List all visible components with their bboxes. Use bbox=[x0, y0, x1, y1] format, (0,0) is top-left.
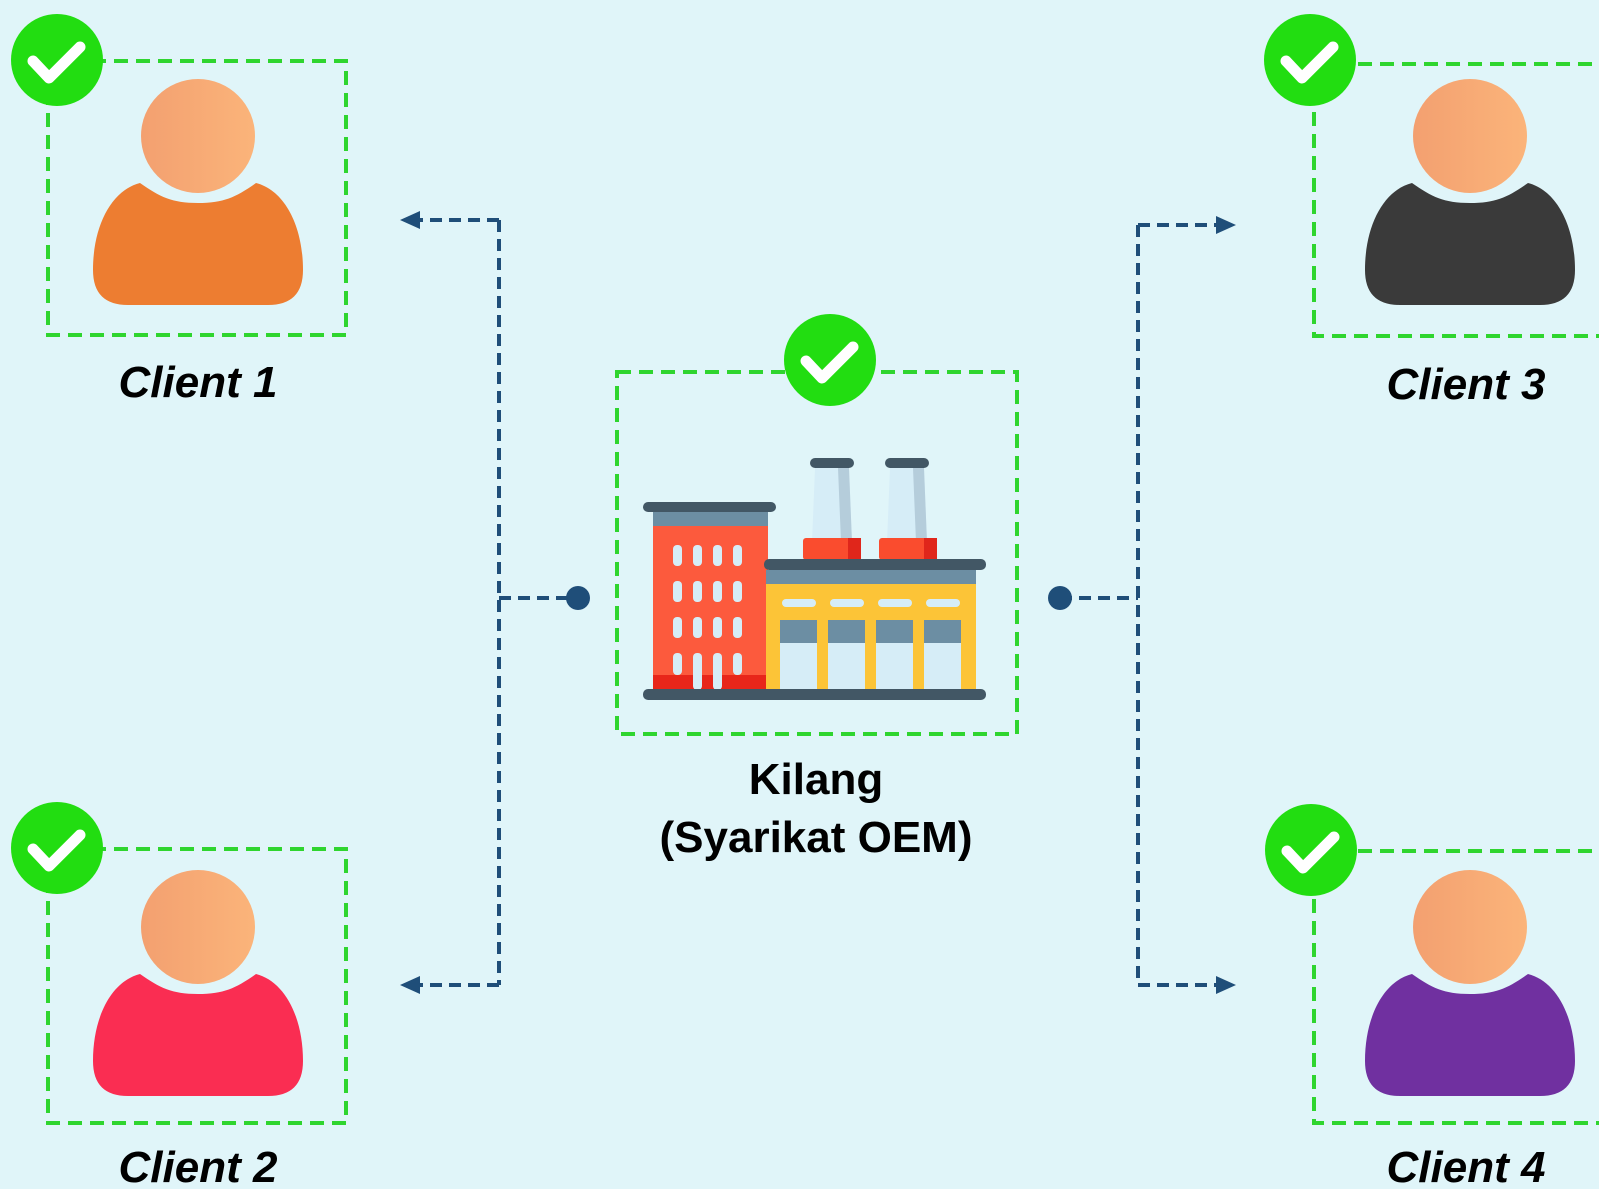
check-circle-icon bbox=[11, 802, 103, 894]
factory-label-line1: Kilang bbox=[749, 755, 883, 804]
left-connector-dot bbox=[566, 586, 590, 610]
client-1-label: Client 1 bbox=[119, 358, 278, 407]
client-2-node: Client 2 bbox=[11, 802, 348, 1189]
client-3-node: Client 3 bbox=[1264, 14, 1599, 409]
check-circle-icon bbox=[1265, 804, 1357, 896]
right-bottom-arrowhead bbox=[1216, 976, 1236, 994]
check-circle-icon bbox=[784, 314, 876, 406]
right-top-arrowhead bbox=[1216, 216, 1236, 234]
check-circle-icon bbox=[11, 14, 103, 106]
factory-label-line2: (Syarikat OEM) bbox=[660, 813, 973, 862]
right-connector-dot bbox=[1048, 586, 1072, 610]
left-top-arrowhead bbox=[400, 211, 420, 229]
client-2-label: Client 2 bbox=[119, 1143, 278, 1189]
left-bottom-arrowhead bbox=[400, 976, 420, 994]
user-icon bbox=[1365, 864, 1575, 1096]
client-4-label: Client 4 bbox=[1387, 1143, 1546, 1189]
client-3-frame bbox=[1312, 62, 1599, 338]
factory-icon bbox=[643, 458, 986, 700]
left-connector bbox=[415, 218, 578, 987]
factory-node: Kilang (Syarikat OEM) bbox=[615, 314, 1019, 862]
client-4-node: Client 4 bbox=[1265, 804, 1599, 1189]
check-circle-icon bbox=[1264, 14, 1356, 106]
user-icon bbox=[1365, 73, 1575, 305]
user-icon bbox=[93, 73, 303, 305]
right-connector bbox=[1060, 223, 1218, 987]
client-3-label: Client 3 bbox=[1387, 360, 1546, 409]
client-1-node: Client 1 bbox=[11, 14, 348, 407]
client-4-frame bbox=[1312, 849, 1599, 1125]
user-icon bbox=[93, 864, 303, 1096]
